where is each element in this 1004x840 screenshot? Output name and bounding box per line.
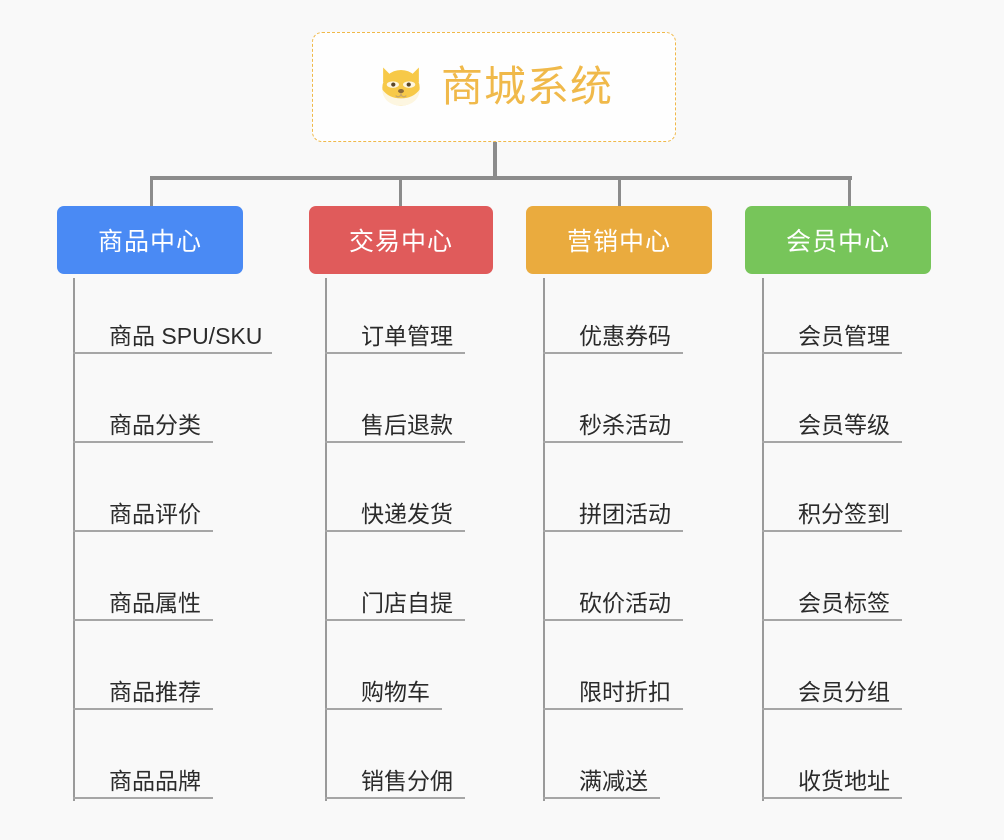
leaf-label: 商品推荐 <box>109 679 201 705</box>
connector-drop-2 <box>399 176 402 206</box>
category-label-2: 交易中心 <box>348 228 453 256</box>
leaf-underline <box>543 530 683 532</box>
leaf-label: 门店自提 <box>361 590 453 616</box>
category-box-1[interactable]: 商品中心 <box>57 206 243 274</box>
leaf-label: 收货地址 <box>798 768 890 794</box>
leaf-label: 订单管理 <box>361 323 453 349</box>
leaf-underline <box>543 708 683 710</box>
leaf-underline <box>543 797 660 799</box>
leaf-label: 会员等级 <box>798 412 890 438</box>
leaf-underline <box>325 708 442 710</box>
leaf-underline <box>762 797 902 799</box>
category-box-2[interactable]: 交易中心 <box>309 206 493 274</box>
leaf-label: 商品分类 <box>109 412 201 438</box>
category-label-3: 营销中心 <box>566 228 671 256</box>
leaf-underline <box>73 619 213 621</box>
leaf-label: 快递发货 <box>361 501 453 527</box>
leaf-label: 会员管理 <box>798 323 890 349</box>
leaf-underline <box>73 797 213 799</box>
leaf-underline <box>762 708 902 710</box>
leaf-label: 优惠券码 <box>579 323 671 349</box>
leaf-underline <box>325 352 465 354</box>
shiba-dog-face-icon <box>375 61 427 113</box>
branch-spine <box>543 278 545 801</box>
leaf-label: 商品品牌 <box>109 768 201 794</box>
connector-drop-1 <box>150 176 153 206</box>
category-label-1: 商品中心 <box>97 228 202 256</box>
root-title: 商城系统 <box>440 63 613 110</box>
leaf-underline <box>762 352 902 354</box>
leaf-label: 销售分佣 <box>361 768 453 794</box>
connector-drop-4 <box>848 176 851 206</box>
leaf-underline <box>73 530 213 532</box>
root-node[interactable]: 商城系统 <box>312 32 676 142</box>
category-label-4: 会员中心 <box>785 228 890 256</box>
leaf-underline <box>543 619 683 621</box>
leaf-label: 商品属性 <box>109 590 201 616</box>
leaf-underline <box>73 352 272 354</box>
branch-spine <box>325 278 327 801</box>
connector-drop-3 <box>618 176 621 206</box>
leaf-underline <box>762 619 902 621</box>
leaf-underline <box>762 530 902 532</box>
leaf-underline <box>762 441 902 443</box>
leaf-label: 满减送 <box>579 768 648 794</box>
leaf-underline <box>73 708 213 710</box>
leaf-label: 商品 SPU/SKU <box>109 323 263 349</box>
leaf-label: 砍价活动 <box>579 590 671 616</box>
connector-root-stem <box>493 142 497 178</box>
leaf-label: 拼团活动 <box>579 501 671 527</box>
leaf-label: 售后退款 <box>361 412 453 438</box>
connector-horizontal-bus <box>150 176 852 180</box>
leaf-label: 商品评价 <box>109 501 201 527</box>
leaf-underline <box>325 530 465 532</box>
leaf-underline <box>73 441 213 443</box>
leaf-label: 秒杀活动 <box>579 412 671 438</box>
leaf-label: 会员分组 <box>798 679 890 705</box>
leaf-underline <box>325 619 465 621</box>
leaf-underline <box>543 352 683 354</box>
leaf-label: 限时折扣 <box>579 679 671 705</box>
leaf-label: 购物车 <box>361 679 430 705</box>
leaf-label: 积分签到 <box>798 501 890 527</box>
leaf-underline <box>325 441 465 443</box>
leaf-underline <box>543 441 683 443</box>
category-box-4[interactable]: 会员中心 <box>745 206 931 274</box>
branch-spine <box>762 278 764 801</box>
leaf-underline <box>325 797 465 799</box>
category-box-3[interactable]: 营销中心 <box>526 206 712 274</box>
branch-spine <box>73 278 75 801</box>
leaf-label: 会员标签 <box>798 590 890 616</box>
